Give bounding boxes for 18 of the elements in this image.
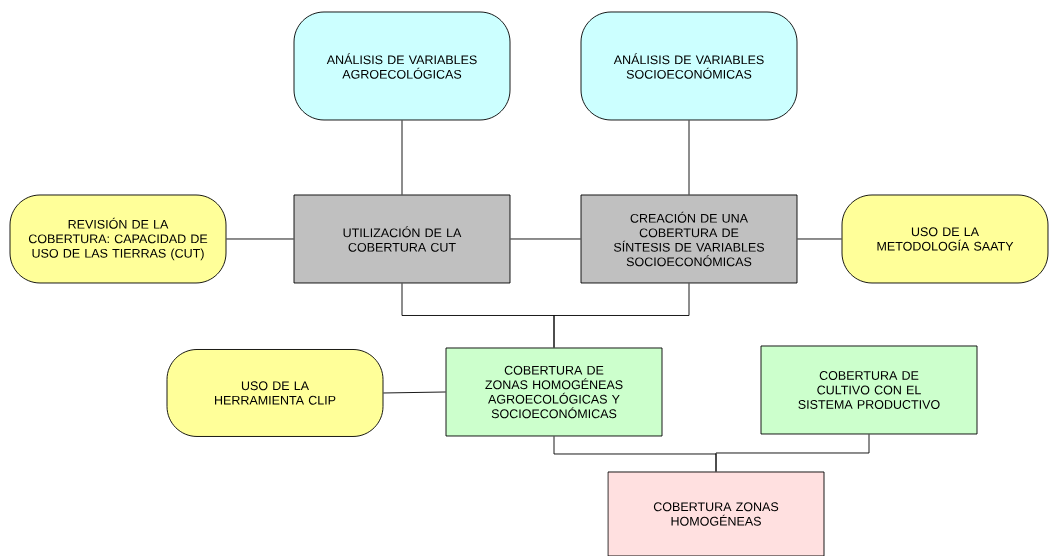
connector-line [715, 434, 870, 472]
process-box: UTILIZACIÓN DE LA COBERTURA CUT [293, 194, 511, 284]
connector-line [510, 238, 581, 240]
rounded-box: ANÁLISIS DE VARIABLES SOCIOECONÓMICAS [580, 11, 798, 121]
process-box: COBERTURA ZONAS HOMOGÉNEAS [607, 471, 825, 556]
rounded-box: REVISIÓN DE LA COBERTURA: CAPACIDAD DE USO DE LAS TIERRAS (CUT) [9, 194, 227, 284]
connector-line [401, 120, 403, 195]
process-box: COBERTURA DE CULTIVO CON EL SISTEMA PRODUCTIVO [760, 345, 978, 435]
connector-line [553, 283, 690, 348]
connector-line [226, 238, 294, 240]
rounded-box: ANÁLISIS DE VARIABLES AGROECOLÓGICAS [293, 11, 511, 121]
connector-line [688, 120, 690, 195]
process-box: COBERTURA DE ZONAS HOMOGÉNEAS AGROECOLÓGICAS Y SOCIOECONÓMICAS [445, 347, 663, 437]
rounded-box: USO DE LA METODOLOGÍA SAATY [841, 194, 1049, 284]
connector-line [797, 238, 842, 240]
process-box: CREACIÓN DE UNA COBERTURA DE SÍNTESIS DE VARIABLES SOCIOECONÓMICAS [580, 194, 798, 284]
rounded-box: USO DE LA HERRAMIENTA CLIP [166, 349, 384, 437]
connector-line [383, 391, 446, 394]
